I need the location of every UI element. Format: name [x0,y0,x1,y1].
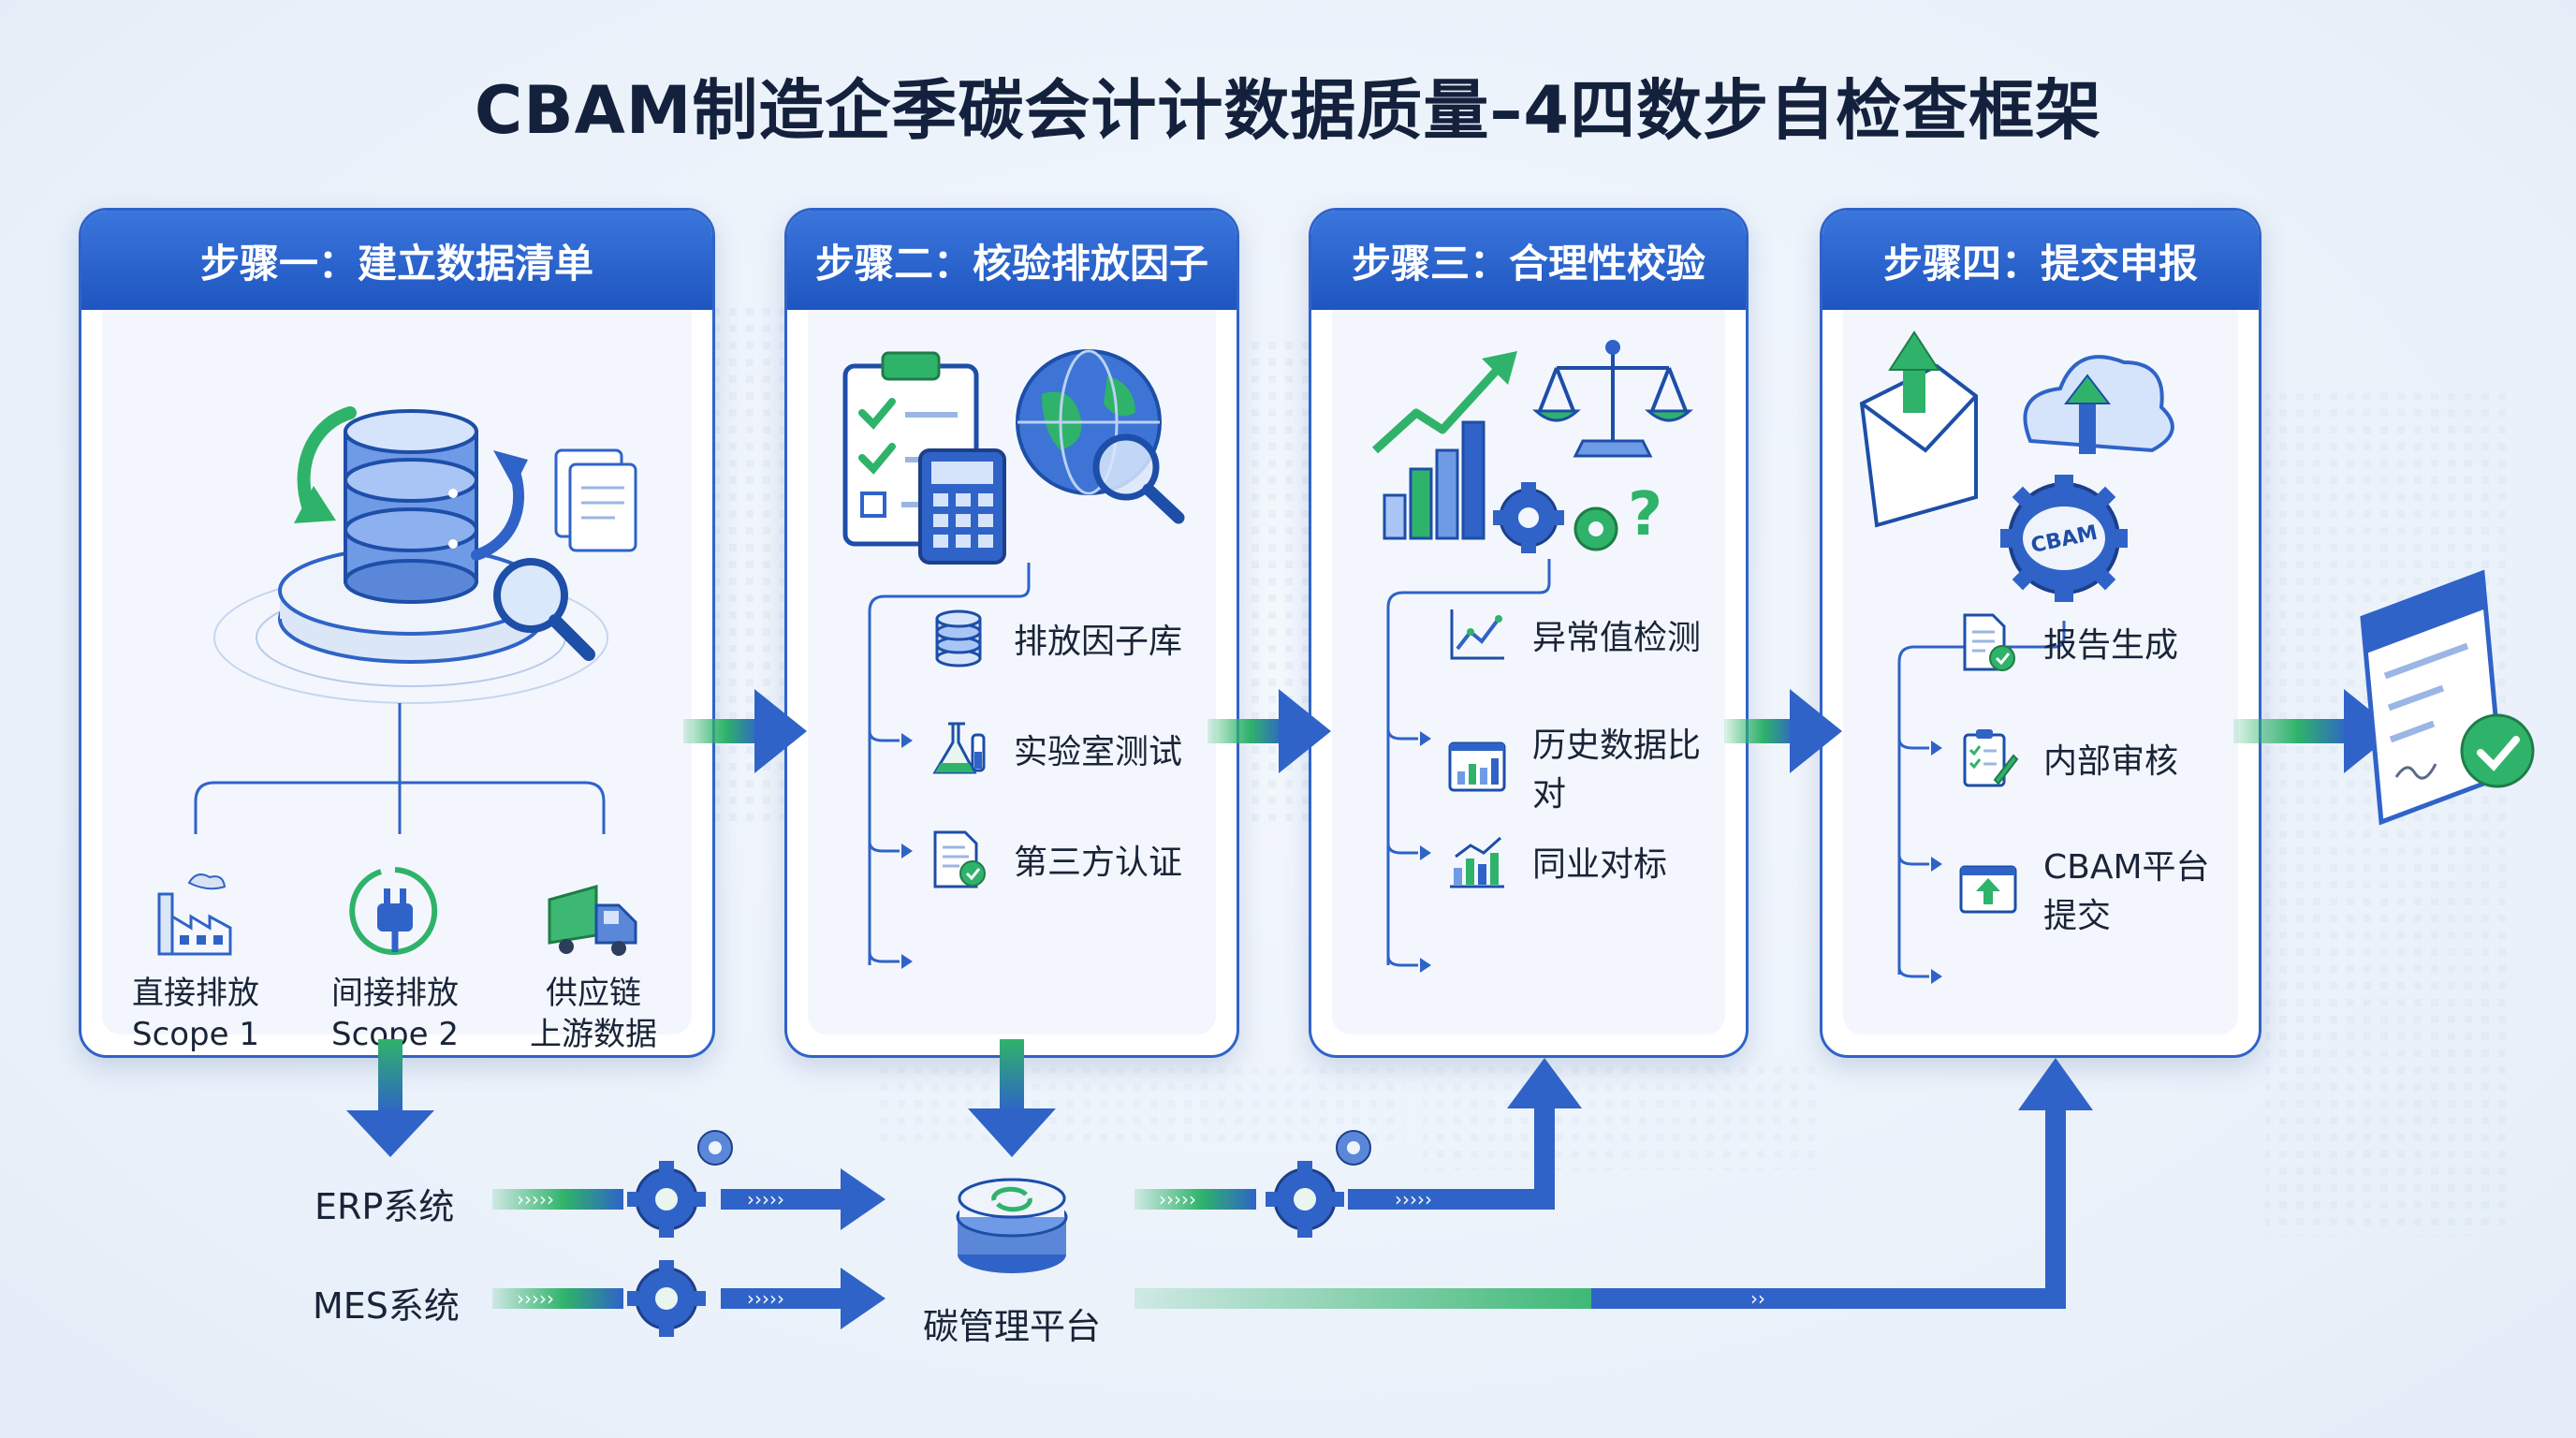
step3-item-benchmark: 同业对标 [1446,830,1667,892]
carbon-platform-label: 碳管理平台 [923,1306,1102,1347]
source-scope2-line2: Scope 2 [330,1016,460,1053]
source-scope2-line1: 间接排放 [331,975,459,1012]
factory-icon [157,873,232,956]
svg-text:?: ? [1628,480,1662,550]
svg-text:›››››: ››››› [747,1188,784,1211]
step2-item-third-party: 第三方认证 [928,829,1182,890]
source-scope2: 间接排放 Scope 2 [297,862,493,1055]
step-1-body: 直接排放 Scope 1 间接排放 Scope 2 供应链 上游数据 [102,310,692,1053]
database-cycle-illustration [194,406,637,834]
step4-item-report-label: 报告生成 [2043,626,2179,665]
source-supply-line2: 上游数据 [530,1016,657,1053]
carbon-platform-icon [956,1178,1068,1273]
step-4-body: CBAM 报告生成 [1843,310,2238,1034]
line-chart-icon [1450,609,1504,660]
step3-item-outlier-label: 异常值检测 [1532,619,1702,657]
step4-item-cbam-submit-label: CBAM平台提交 [2043,848,2210,935]
step2-item-factor-db-label: 排放因子库 [1014,623,1183,661]
step3-item-history-label: 历史数据比对 [1532,726,1702,814]
step4-item-internal-review: 内部审核 [1957,727,2178,789]
plug-icon [349,867,438,955]
step-3-title: 步骤三：合理性校验 [1311,211,1746,310]
svg-text:›››››: ››››› [1395,1188,1432,1211]
step4-item-internal-review-label: 内部审核 [2043,742,2179,781]
submission-illustration: CBAM [1859,330,2174,984]
step2-item-factor-db: 排放因子库 [928,608,1182,669]
bar-chart-icon [1448,741,1506,792]
benchmark-chart-icon [1450,836,1504,888]
step-2-title: 步骤二：核验排放因子 [787,211,1237,310]
checklist-globe-illustration [842,349,1185,969]
step3-item-benchmark-label: 同业对标 [1532,845,1668,884]
database-icon [935,609,982,668]
step-3-card: 步骤三：合理性校验 [1309,208,1749,1058]
upload-window-icon [1959,865,2017,914]
step4-item-report: 报告生成 [1957,611,2178,673]
report-icon [1963,613,2015,671]
review-clipboard-icon [1963,729,2019,787]
step-4-title: 步骤四：提交申报 [1822,211,2259,310]
source-scope1-line1: 直接排放 [132,975,259,1012]
svg-text:›››››: ››››› [1159,1188,1196,1211]
step3-item-outlier: 异常值检测 [1446,604,1701,666]
step2-item-lab-test-label: 实验室测试 [1014,733,1183,771]
mes-system-label: MES系统 [313,1285,460,1327]
step-1-title: 步骤一：建立数据清单 [81,211,712,310]
mes-gear-icon [627,1260,706,1337]
step4-item-cbam-submit: CBAM平台提交 [1957,840,2238,937]
step-3-body: ? 异常值检测 历史数据 [1332,310,1725,1034]
step-2-body: 排放因子库 实验室测试 第三方认证 [808,310,1216,1034]
source-supply-line1: 供应链 [546,975,641,1012]
final-report-icon [2360,569,2535,826]
step2-item-lab-test: 实验室测试 [928,718,1182,780]
truck-icon [548,885,637,956]
step2-item-third-party-label: 第三方认证 [1014,844,1183,882]
erp-system-label: ERP系统 [315,1186,455,1227]
step-4-card: 步骤四：提交申报 CBAM [1820,208,2261,1058]
analysis-illustration: ? [1371,340,1693,973]
svg-text:›››››: ››››› [517,1287,554,1310]
erp-gear-icon [627,1130,733,1238]
flask-icon [932,722,986,774]
source-scope1: 直接排放 Scope 1 [97,862,294,1055]
platform-gear-icon [1266,1130,1371,1238]
source-supply-chain: 供应链 上游数据 [495,862,692,1055]
source-scope1-line2: Scope 1 [131,1016,260,1053]
step-2-card: 步骤二：核验排放因子 [784,208,1239,1058]
page-title: CBAM制造企季碳会计计数据质量–4四数步自检查框架 [474,72,2102,149]
svg-text:›››››: ››››› [747,1287,784,1310]
svg-text:›››››: ››››› [517,1188,554,1211]
certificate-icon [933,830,986,888]
step3-item-history: 历史数据比对 [1446,718,1725,815]
step-1-card: 步骤一：建立数据清单 [79,208,715,1058]
svg-text:››: ›› [1750,1287,1765,1310]
